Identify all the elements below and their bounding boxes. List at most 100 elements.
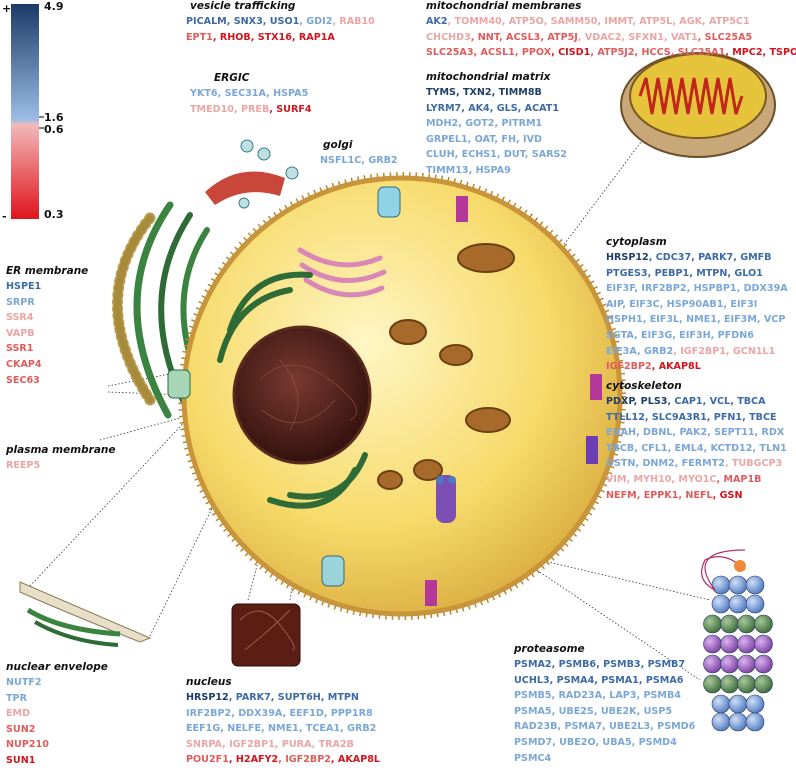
gene-name: PFN1 bbox=[707, 412, 742, 423]
gene-line: AIPEIF3CHSP90AB1EIF3I bbox=[606, 297, 788, 313]
gene-name: TBCA bbox=[730, 396, 765, 407]
er-membrane-header: ER membrane bbox=[6, 265, 89, 277]
gene-line: CLUHECHS1DUTSARS2 bbox=[426, 147, 567, 163]
proteasome-subunit bbox=[703, 634, 722, 654]
gene-name: YKT6 bbox=[190, 88, 218, 99]
gene-name: NME1 bbox=[261, 723, 299, 734]
gene-name: HSPBP1 bbox=[687, 283, 737, 294]
gene-name: SLC25A3 bbox=[426, 47, 474, 59]
cytoplasm-genes: HRSP12CDC37PARK7GMFBPTGES3PEBP1MTPNGLO1E… bbox=[606, 250, 788, 375]
gene-name: VIM bbox=[606, 473, 627, 485]
gene-name: ATP5L bbox=[632, 16, 672, 27]
gene-name: SLC9A3R1 bbox=[645, 412, 707, 423]
gene-line: REEP5 bbox=[6, 458, 40, 474]
gene-name: GDI2 bbox=[299, 16, 332, 27]
gene-name: TBCB bbox=[606, 442, 635, 454]
gene-line: SGTAEIF3GEIF3HPFDN6 bbox=[606, 328, 788, 344]
gene-name: EEF1D bbox=[283, 708, 324, 719]
gene-name: EPT1 bbox=[186, 31, 213, 43]
gene-name: UCHL3 bbox=[514, 674, 550, 686]
gene-name: MAP1B bbox=[716, 474, 761, 485]
proteasome-subunit bbox=[745, 594, 765, 614]
gene-name: IGF2BP1 bbox=[222, 739, 275, 750]
gene-name: RAB10 bbox=[332, 16, 374, 27]
gene-name: GLO1 bbox=[727, 268, 762, 279]
proteasome-subunit bbox=[720, 654, 739, 674]
gene-name: RAD23B bbox=[514, 721, 558, 733]
gene-name: PAK2 bbox=[672, 427, 707, 438]
gene-name: PITRM1 bbox=[494, 118, 542, 129]
gene-name: TIMM8B bbox=[492, 87, 542, 98]
gene-line: SEC63 bbox=[6, 373, 42, 389]
gene-name: RAP1A bbox=[292, 32, 335, 43]
gene-name: EIF3L bbox=[643, 314, 679, 325]
gene-name: IRF2BP2 bbox=[186, 707, 232, 719]
legend-color-bar bbox=[11, 4, 39, 219]
gene-name: PSMA5 bbox=[514, 705, 552, 717]
gene-name: ATP5C1 bbox=[702, 16, 750, 27]
proteasome-subunit bbox=[728, 712, 748, 732]
gene-name: SGTA bbox=[606, 329, 635, 341]
gene-line: PICALMSNX3USO1GDI2RAB10 bbox=[186, 14, 375, 30]
gene-name: RAD23A bbox=[551, 690, 602, 701]
gene-name: DDX39A bbox=[737, 283, 788, 294]
gene-line: PSMC4 bbox=[514, 751, 695, 767]
mitochondrion-inset bbox=[620, 52, 776, 158]
gene-line: CHCHD3NNTACSL3ATP5JVDAC2SFXN1VAT1SLC25A5 bbox=[426, 30, 796, 46]
gene-line: LYRM7AK4GLSACAT1 bbox=[426, 101, 567, 117]
gene-name: IMMT bbox=[597, 16, 632, 27]
gene-line: TBCBCFL1EML4KCTD12TLN1 bbox=[606, 441, 787, 457]
gene-name: CLUH bbox=[426, 149, 455, 161]
gene-name: GRB2 bbox=[637, 346, 673, 357]
proteasome-subunit bbox=[737, 654, 756, 674]
gene-name: SUN2 bbox=[6, 723, 36, 735]
gene-name: USP5 bbox=[637, 706, 672, 717]
gene-name: TRA2B bbox=[312, 739, 354, 750]
gene-name: PSMA7 bbox=[557, 721, 602, 732]
gene-name: TCEA1 bbox=[299, 723, 340, 734]
gene-name: AKAP8L bbox=[331, 754, 380, 765]
gene-name: SUN1 bbox=[6, 754, 36, 766]
gene-name: REEP5 bbox=[6, 460, 41, 471]
gene-line: ENAHDBNLPAK2SEPT11RDX bbox=[606, 425, 787, 441]
proteasome-subunit bbox=[737, 614, 756, 634]
gene-line: TPR bbox=[6, 691, 49, 707]
gene-name: EIF3G bbox=[634, 330, 672, 341]
gene-line: NSFL1CGRB2 bbox=[320, 153, 398, 169]
golgi-illustration bbox=[297, 247, 387, 298]
gene-name: SSR1 bbox=[6, 343, 34, 355]
gene-line: SNRPAIGF2BP1PURATRA2B bbox=[186, 737, 380, 753]
gene-name: EIF3A bbox=[606, 345, 637, 357]
gene-name: NSFL1C bbox=[320, 155, 362, 166]
gene-name: PSMB7 bbox=[641, 659, 685, 670]
gene-name: TLN1 bbox=[752, 443, 786, 454]
gene-line: CKAP4 bbox=[6, 357, 42, 373]
gene-name: TIMM13 bbox=[426, 164, 469, 176]
gene-line: DSTNDNM2FERMT2TUBGCP3 bbox=[606, 456, 787, 472]
proteasome-subunit bbox=[728, 594, 748, 614]
gene-name: H2AFY2 bbox=[229, 754, 278, 765]
gene-name: MPC2 bbox=[725, 47, 762, 58]
cytoplasm-header: cytoplasm bbox=[606, 236, 667, 248]
cell-membrane-dots bbox=[178, 172, 626, 620]
gene-name: PSMD6 bbox=[650, 721, 695, 732]
gene-name: AKAP8L bbox=[652, 361, 701, 372]
gene-name: CKAP4 bbox=[6, 358, 42, 370]
golgi-header: golgi bbox=[323, 139, 353, 151]
legend-tick-label: 0.3 bbox=[44, 208, 64, 221]
nucleus-header: nucleus bbox=[186, 676, 232, 688]
gene-name: PSMD7 bbox=[514, 736, 553, 748]
gene-line: PTGES3PEBP1MTPNGLO1 bbox=[606, 266, 788, 282]
gene-line: PSMA2PSMB6PSMB3PSMB7 bbox=[514, 657, 695, 673]
proteasome-subunit bbox=[754, 634, 773, 654]
gene-line: SRPR bbox=[6, 295, 42, 311]
gene-name: PSMB4 bbox=[636, 690, 680, 701]
gene-line: SLC25A3ACSL1PPOXCISD1ATP5J2HCCSSLC25A1MP… bbox=[426, 45, 796, 61]
gene-name: NNT bbox=[471, 32, 499, 43]
gene-name: CFL1 bbox=[634, 443, 667, 454]
proteasome-subunit bbox=[703, 614, 722, 634]
proteasome-genes: PSMA2PSMB6PSMB3PSMB7UCHL3PSMA4PSMA1PSMA6… bbox=[514, 657, 695, 766]
gene-line: EIF3AGRB2IGF2BP1GCN1L1 bbox=[606, 344, 788, 360]
gene-name: PDXP bbox=[606, 396, 634, 407]
proteasome-subunit bbox=[711, 694, 731, 714]
